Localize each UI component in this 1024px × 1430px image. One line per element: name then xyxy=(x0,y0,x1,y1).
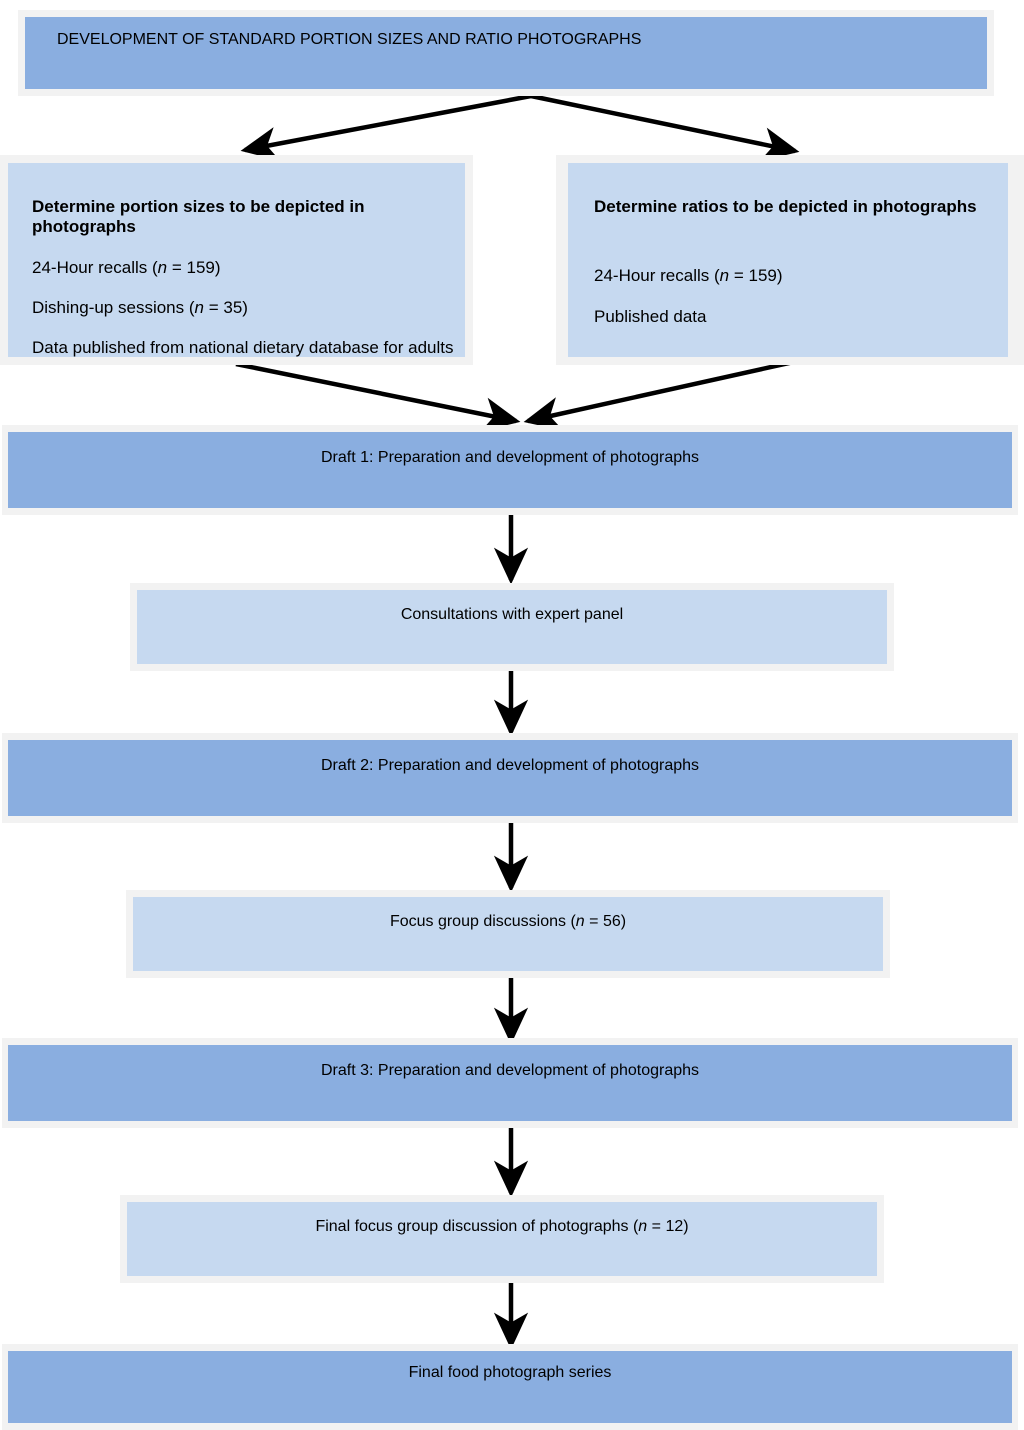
edge-ratios-to-draft1 xyxy=(523,358,799,431)
node-draft1: Draft 1: Preparation and development of … xyxy=(2,425,1018,515)
edge-title-to-portion-sizes xyxy=(240,93,532,161)
node-ratios: Determine ratios to be depicted in photo… xyxy=(556,155,1024,365)
node-final-focus-group: Final focus group discussion of photogra… xyxy=(120,1195,884,1283)
node-portion-sizes: Determine portion sizes to be depicted i… xyxy=(0,155,473,365)
ratios-line-2: Published data xyxy=(594,306,707,326)
draft3-label: Draft 3: Preparation and development of … xyxy=(320,1062,700,1079)
portion-sizes-line-1: 24-Hour recalls (n = 159) xyxy=(32,257,221,277)
ratios-heading: Determine ratios to be depicted in photo… xyxy=(594,196,977,216)
portion-sizes-line-2: Dishing-up sessions (n = 35) xyxy=(32,297,248,317)
ratios-line-1: 24-Hour recalls (n = 159) xyxy=(594,266,783,286)
portion-sizes-heading: Determine portion sizes to be depicted i… xyxy=(32,196,365,237)
node-focus-groups: Focus group discussions (n = 56) xyxy=(126,890,890,978)
draft2-label: Draft 2: Preparation and development of … xyxy=(320,757,700,774)
portion-sizes-text: Determine portion sizes to be depicted i… xyxy=(8,163,465,378)
edge-title-to-ratios xyxy=(530,93,800,162)
node-final-series: Final food photograph series xyxy=(2,1344,1018,1430)
expert-panel-label: Consultations with expert panel xyxy=(400,606,624,623)
draft1-label: Draft 1: Preparation and development of … xyxy=(320,449,700,466)
final-focus-group-label: Final focus group discussion of photogra… xyxy=(315,1218,689,1235)
title-label: DEVELOPMENT OF STANDARD PORTION SIZES AN… xyxy=(57,31,642,48)
ratios-text: Determine ratios to be depicted in photo… xyxy=(568,163,987,347)
focus-groups-label: Focus group discussions (n = 56) xyxy=(389,913,627,930)
portion-sizes-line-3: Data published from national dietary dat… xyxy=(32,338,454,357)
node-draft2: Draft 2: Preparation and development of … xyxy=(2,733,1018,823)
ratios-spacer xyxy=(594,237,977,247)
node-expert-panel: Consultations with expert panel xyxy=(130,583,894,671)
final-series-label: Final food photograph series xyxy=(408,1364,612,1381)
node-draft3: Draft 3: Preparation and development of … xyxy=(2,1038,1018,1128)
node-title: DEVELOPMENT OF STANDARD PORTION SIZES AN… xyxy=(18,10,994,96)
